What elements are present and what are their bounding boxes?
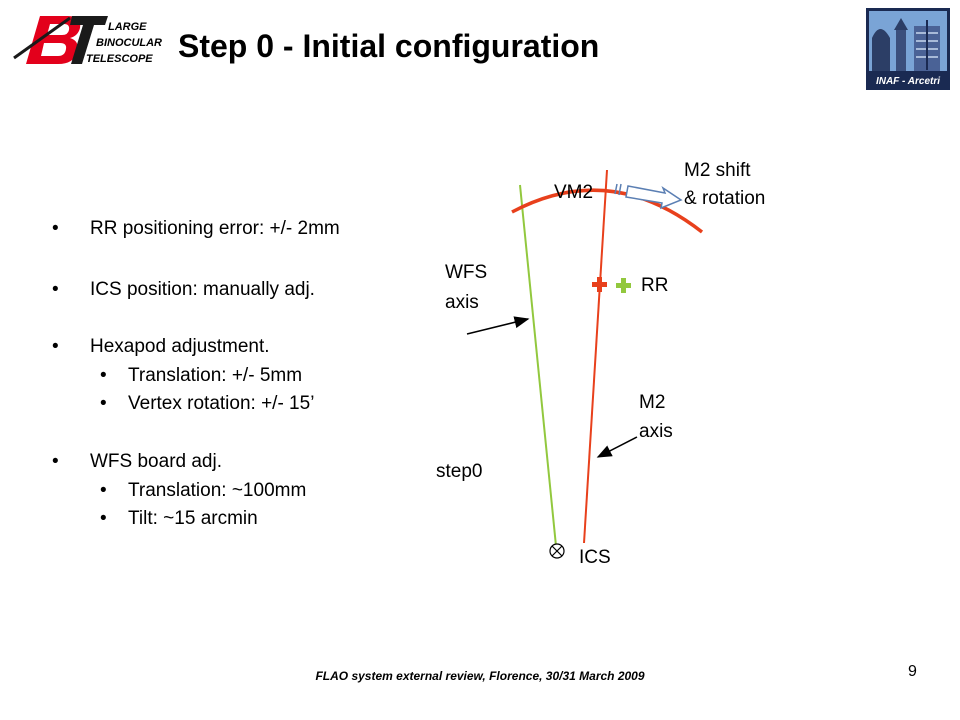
bullet-text: RR positioning error: +/- 2mm (90, 218, 340, 239)
wfs-axis-line (519, 184, 557, 547)
wfs-axis-label-line1: WFS (445, 262, 487, 283)
ics-label: ICS (579, 547, 611, 568)
lbt-emblem-icon (13, 16, 108, 64)
rr-green-cross-icon (616, 278, 631, 293)
observatory-icon (872, 18, 940, 71)
bullet-dot: • (100, 508, 107, 529)
lbt-logo-line2: BINOCULAR (96, 37, 162, 49)
vm2-label: VM2 (554, 182, 593, 203)
bullet-text: ICS position: manually adj. (90, 279, 315, 300)
bullet-dot: • (100, 365, 107, 386)
m2-axis-label-line2: axis (639, 421, 673, 442)
wfs-axis-label-line2: axis (445, 292, 479, 313)
slide-title: Step 0 - Initial configuration (178, 28, 600, 64)
lbt-logo-line1: LARGE (108, 21, 147, 33)
lbt-logo-line3: TELESCOPE (86, 53, 153, 65)
bullet-text: Tilt: ~15 arcmin (128, 508, 258, 529)
m2-shift-label-line2: & rotation (684, 188, 765, 209)
lbt-logo: LARGE BINOCULAR TELESCOPE (13, 16, 162, 65)
inaf-logo: INAF - Arcetri (866, 8, 950, 90)
ics-crossed-circle-icon (549, 543, 565, 559)
rr-red-cross-icon (592, 277, 607, 292)
bullet-dot: • (52, 279, 59, 300)
bullet-text: Translation: ~100mm (128, 480, 307, 501)
m2-axis-pointer-arrow (596, 436, 638, 458)
bullet-text: Vertex rotation: +/- 15’ (128, 393, 315, 414)
bullet-dot: • (52, 451, 59, 472)
inaf-logo-caption: INAF - Arcetri (876, 76, 940, 87)
bullet-text: Translation: +/- 5mm (128, 365, 303, 386)
bullet-dot: • (52, 218, 59, 239)
bullet-text: Hexapod adjustment. (90, 336, 270, 357)
rr-label: RR (641, 275, 668, 296)
bullet-dot: • (52, 336, 59, 357)
bullet-text: WFS board adj. (90, 451, 222, 472)
m2-axis-line (583, 169, 608, 544)
m2-axis-label-line1: M2 (639, 392, 665, 413)
footer-text: FLAO system external review, Florence, 3… (315, 669, 645, 683)
bullet-dot: • (100, 480, 107, 501)
vm2-mirror-curve (511, 188, 704, 234)
page-number: 9 (908, 663, 917, 680)
m2-shift-arrow-icon (614, 183, 683, 210)
m2-shift-label-line1: M2 shift (684, 160, 751, 181)
bullet-dot: • (100, 393, 107, 414)
step0-label: step0 (436, 461, 482, 482)
wfs-axis-pointer-arrow (466, 316, 530, 335)
